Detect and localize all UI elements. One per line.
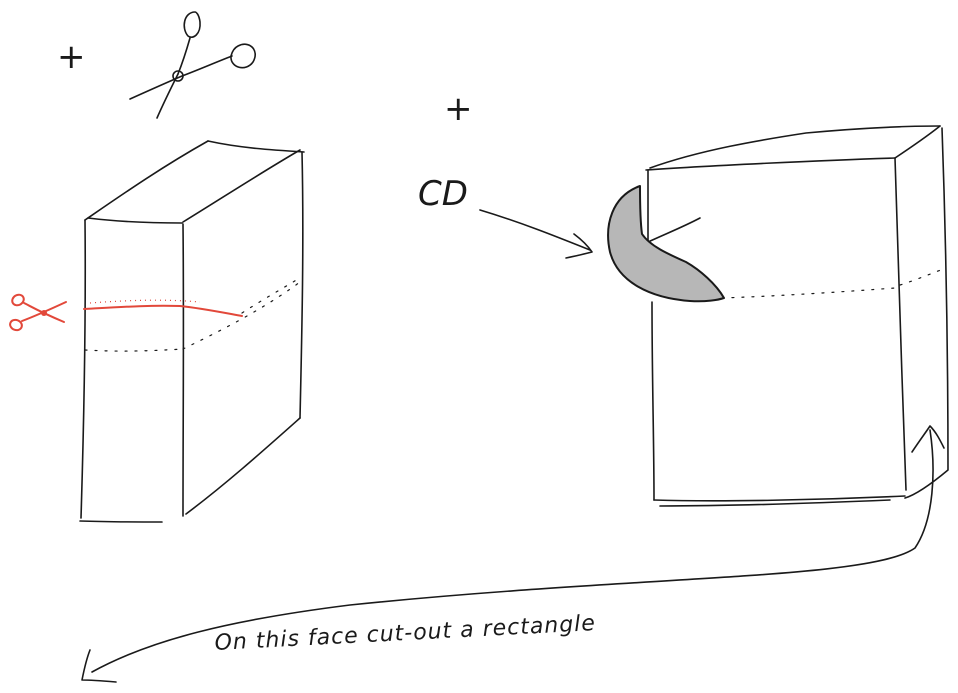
- right-cuboid: [645, 125, 949, 507]
- left-cuboid: [79, 140, 305, 523]
- arrow-icon: [479, 209, 593, 259]
- cd-disc: [607, 185, 725, 303]
- scissors-icon-red: [9, 293, 67, 332]
- arrow-icon: [81, 425, 945, 683]
- scissors-icon: [129, 11, 256, 119]
- plus-sign-middle: +: [444, 89, 473, 129]
- plus-sign-left: +: [57, 37, 86, 77]
- cd-label: CD: [418, 174, 468, 214]
- annotation-text: On this face cut-out a rectangle: [214, 611, 596, 656]
